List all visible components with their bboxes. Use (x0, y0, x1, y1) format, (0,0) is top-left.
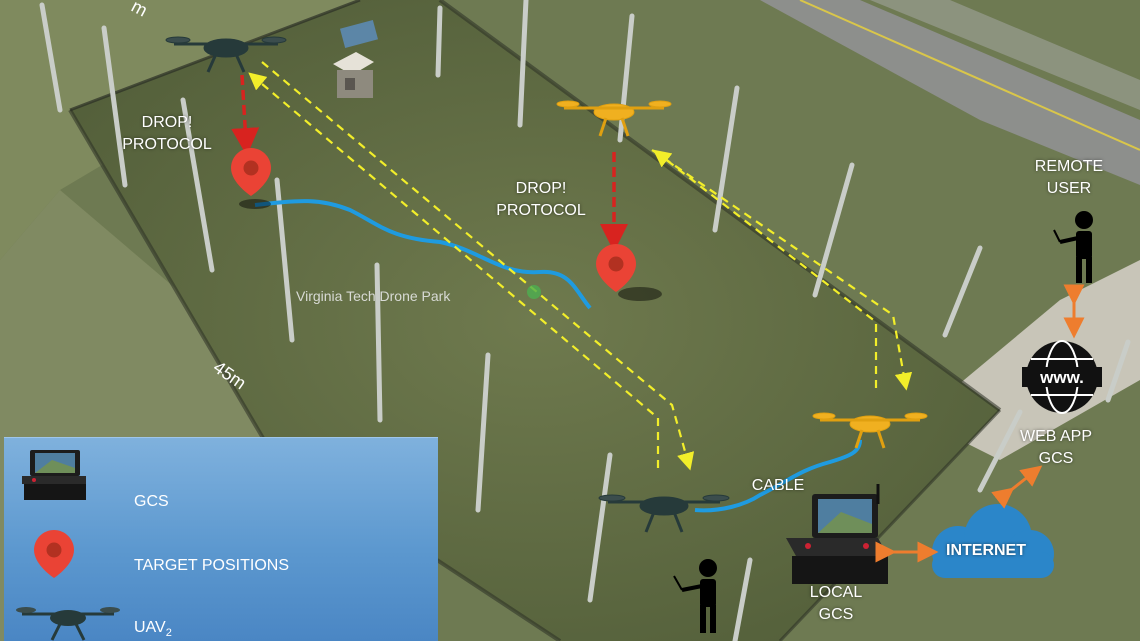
drop-protocol-label: DROP! PROTOCOL (112, 112, 222, 156)
legend-uav-prefix: UAV (134, 619, 166, 636)
cable-label: CABLE (740, 475, 816, 497)
www-text: www. (1039, 368, 1084, 387)
legend-uav-text: UAV2 (134, 618, 172, 641)
map-marker-icon (527, 285, 541, 299)
drop-protocol-label: DROP! PROTOCOL (486, 178, 596, 222)
park-label: Virginia Tech Drone Park (296, 288, 451, 304)
remote-user-label: REMOTE USER (1024, 156, 1114, 200)
legend-item-gcs: GCS (4, 448, 438, 508)
legend: GCS TARGET POSITIONS UAV2 (4, 437, 438, 641)
legend-item-uav: UAV2 (4, 588, 438, 641)
local-gcs-label: LOCAL GCS (796, 582, 876, 626)
legend-item-targets: TARGET POSITIONS (4, 528, 438, 588)
web-app-gcs-label: WEB APP GCS (1006, 426, 1106, 470)
map-pin-icon (34, 528, 74, 580)
legend-gcs-text: GCS (134, 492, 169, 512)
legend-uav-subscript: 2 (166, 627, 172, 639)
legend-targets-text: TARGET POSITIONS (134, 556, 289, 576)
drone-icon (16, 600, 120, 641)
internet-label: INTERNET (934, 540, 1038, 562)
gcs-case-icon (16, 450, 90, 502)
